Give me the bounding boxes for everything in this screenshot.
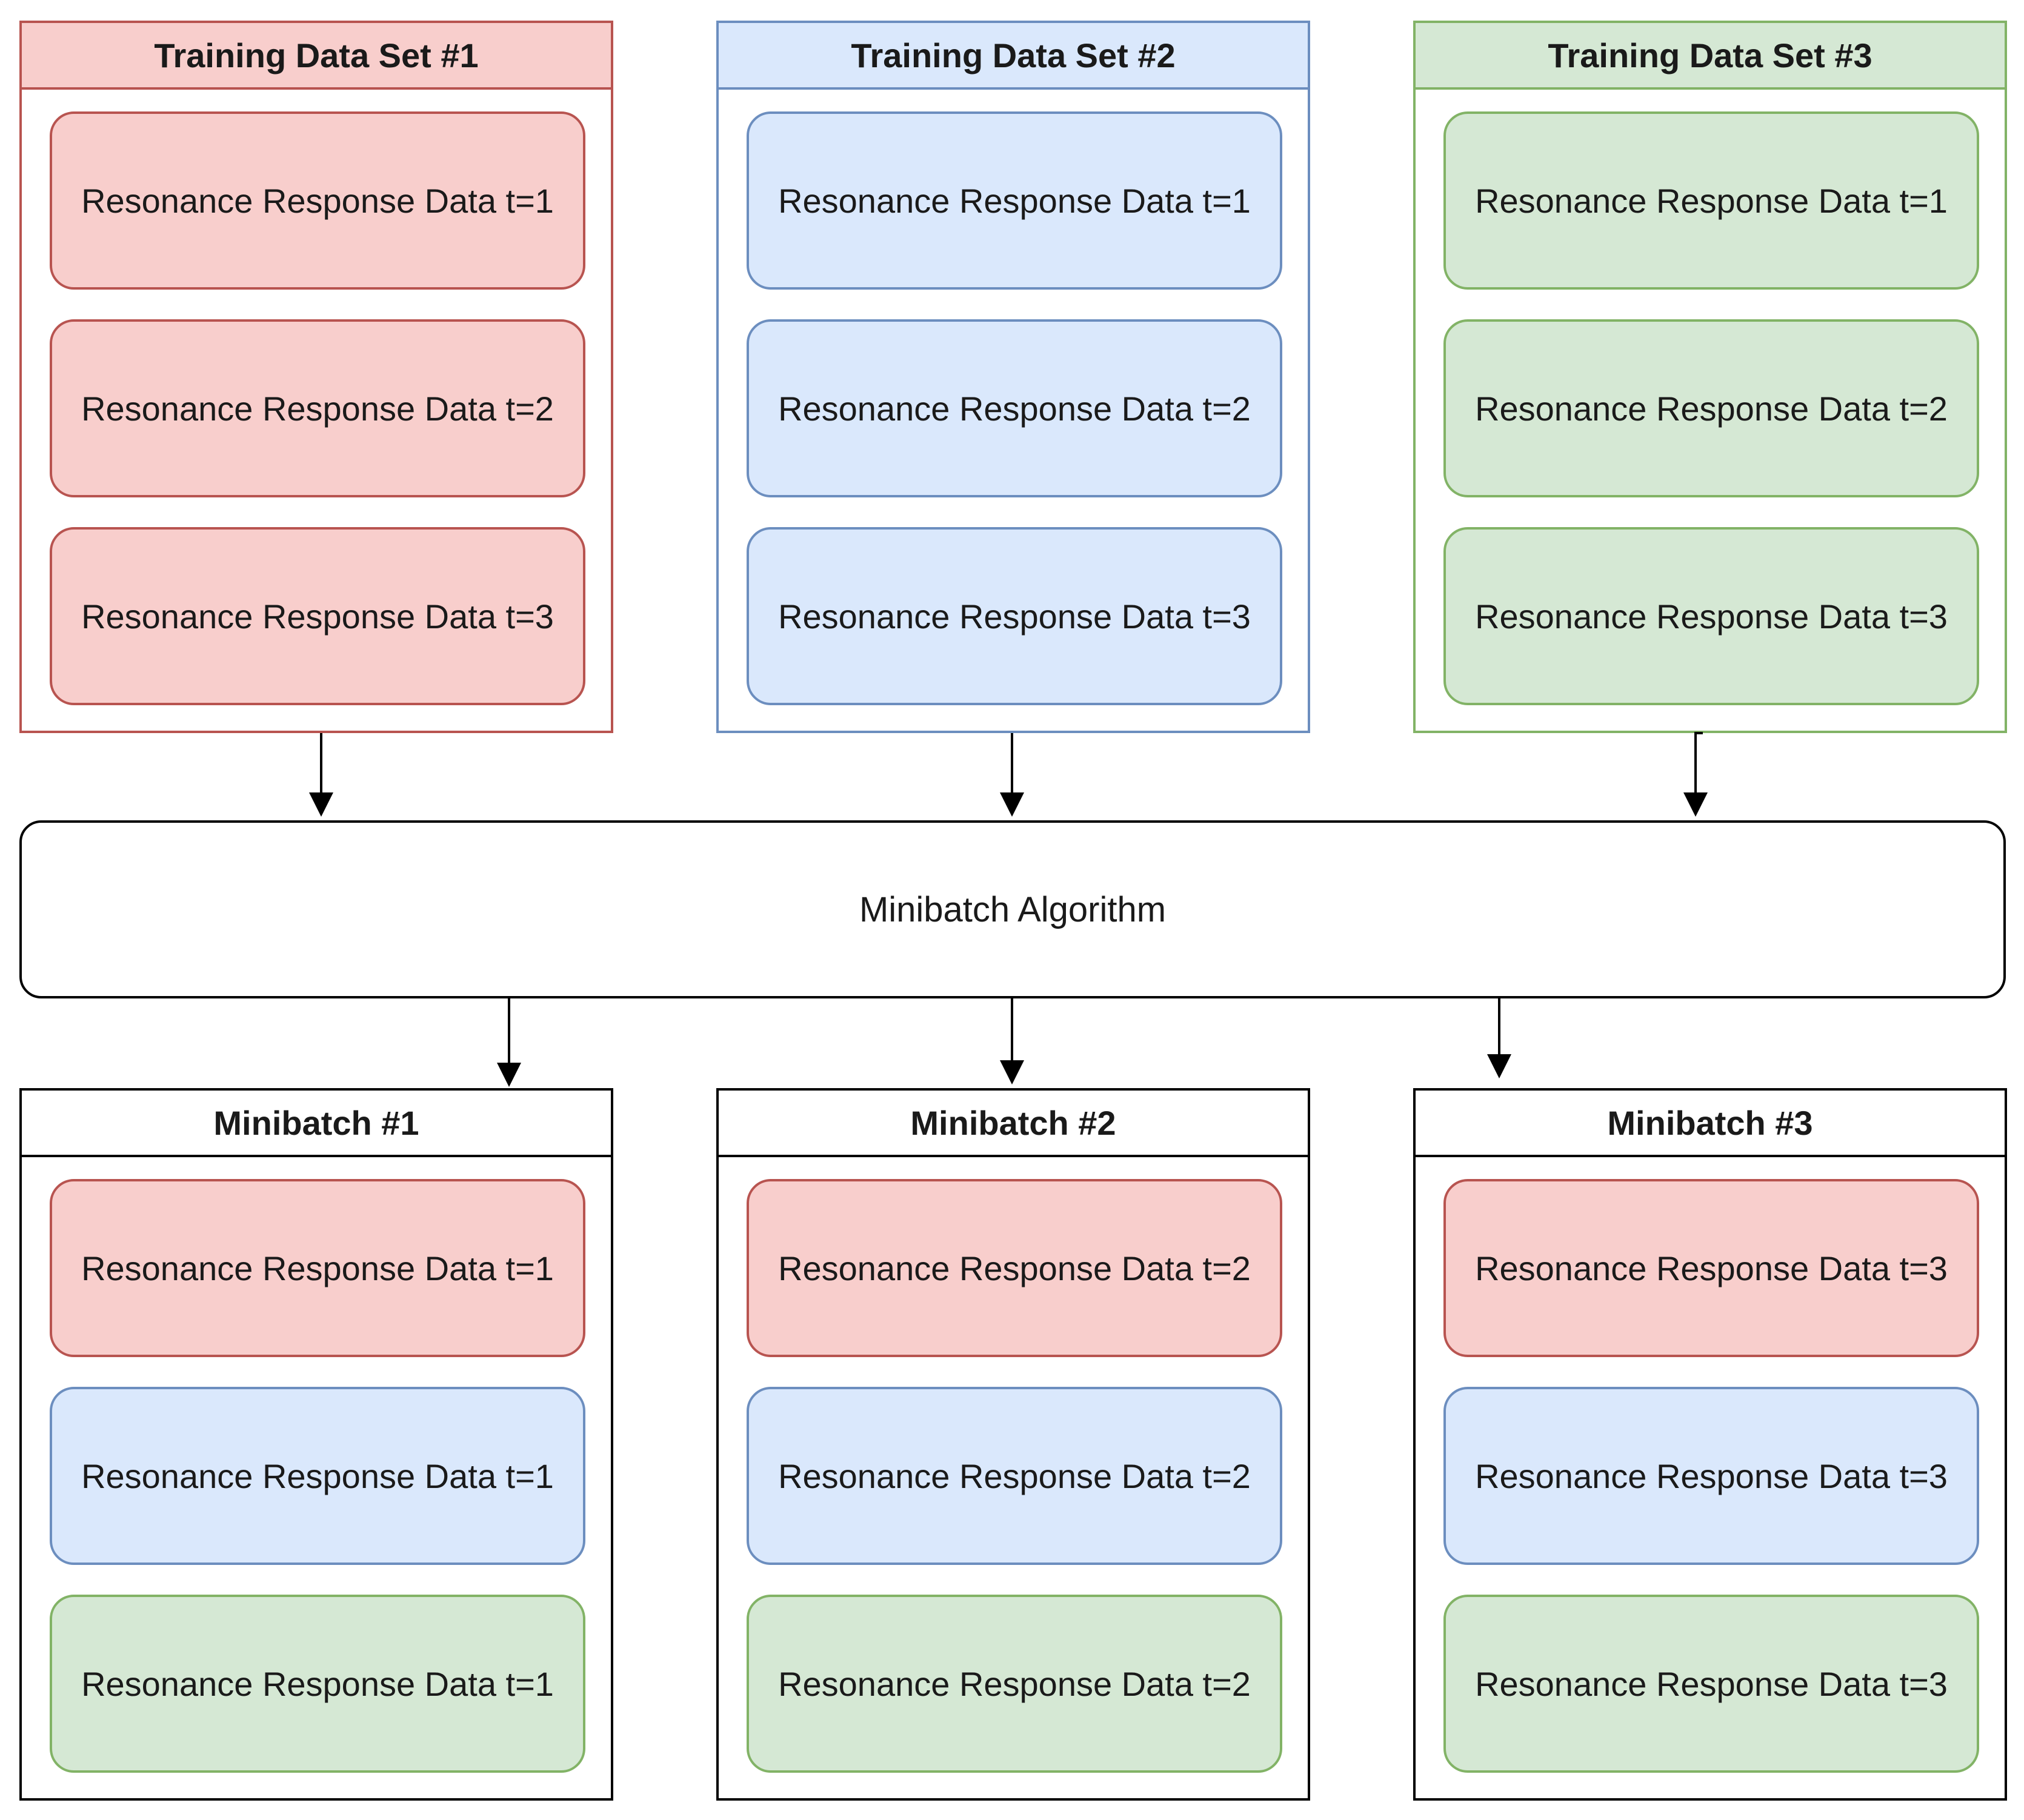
training-set-1-item-t2: Resonance Response Data t=2 [50,319,585,497]
minibatch-1-item-green: Resonance Response Data t=1 [50,1595,585,1773]
minibatch-2-item-green: Resonance Response Data t=2 [747,1595,1282,1773]
minibatch-1-title: Minibatch #1 [22,1091,611,1157]
training-set-1-item-t1: Resonance Response Data t=1 [50,111,585,290]
training-set-2-title: Training Data Set #2 [719,23,1308,90]
minibatch-2-item-blue: Resonance Response Data t=2 [747,1387,1282,1565]
minibatch-3-item-red: Resonance Response Data t=3 [1443,1179,1979,1357]
training-set-3: Training Data Set #3 Resonance Response … [1413,21,2007,733]
training-set-1-title: Training Data Set #1 [22,23,611,90]
minibatch-1-item-red: Resonance Response Data t=1 [50,1179,585,1357]
training-set-3-item-t2: Resonance Response Data t=2 [1443,319,1979,497]
minibatch-2: Minibatch #2 Resonance Response Data t=2… [716,1088,1310,1801]
arrow-set3-to-algorithm [1683,732,1708,817]
minibatch-2-item-red: Resonance Response Data t=2 [747,1179,1282,1357]
training-set-1: Training Data Set #1 Resonance Response … [19,21,613,733]
training-set-3-item-t1: Resonance Response Data t=1 [1443,111,1979,290]
minibatch-1: Minibatch #1 Resonance Response Data t=1… [19,1088,613,1801]
training-set-2-item-t2: Resonance Response Data t=2 [747,319,1282,497]
minibatch-3-title: Minibatch #3 [1416,1091,2005,1157]
training-set-1-item-t3: Resonance Response Data t=3 [50,527,585,705]
training-set-2: Training Data Set #2 Resonance Response … [716,21,1310,733]
minibatch-3-item-blue: Resonance Response Data t=3 [1443,1387,1979,1565]
minibatch-2-title: Minibatch #2 [719,1091,1308,1157]
minibatch-algorithm-box: Minibatch Algorithm [19,820,2006,998]
minibatch-1-item-blue: Resonance Response Data t=1 [50,1387,585,1565]
training-set-3-title: Training Data Set #3 [1416,23,2005,90]
training-set-2-item-t1: Resonance Response Data t=1 [747,111,1282,290]
minibatch-3: Minibatch #3 Resonance Response Data t=3… [1413,1088,2007,1801]
minibatch-3-item-green: Resonance Response Data t=3 [1443,1595,1979,1773]
training-set-3-item-t3: Resonance Response Data t=3 [1443,527,1979,705]
training-set-2-item-t3: Resonance Response Data t=3 [747,527,1282,705]
